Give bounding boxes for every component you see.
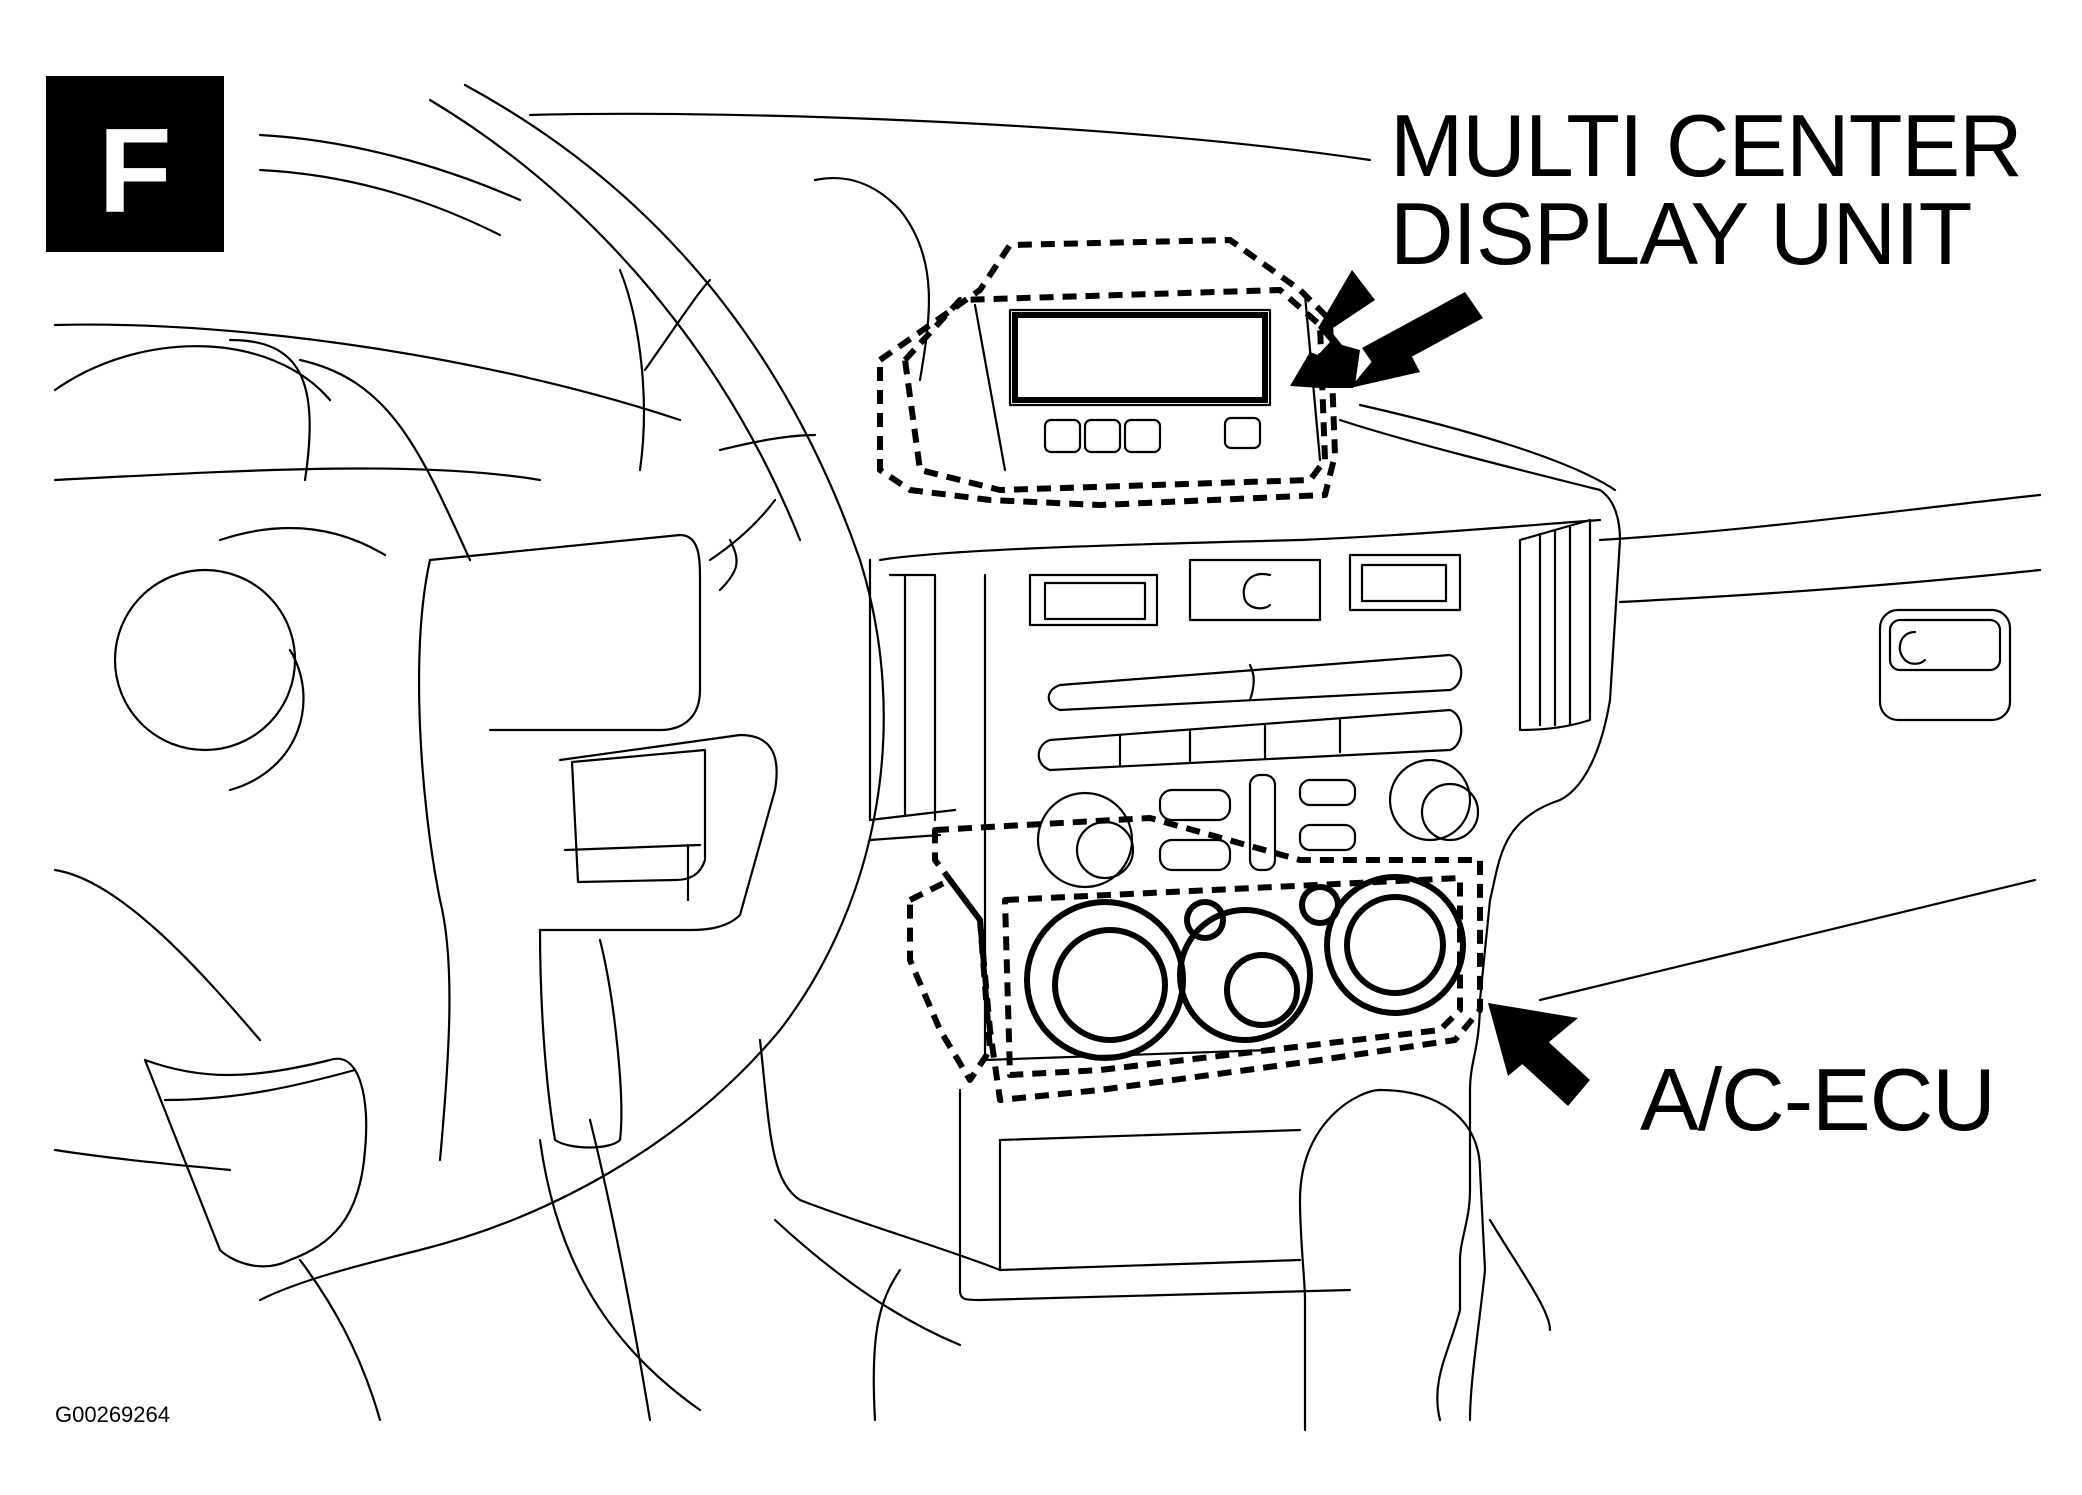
mid-controls	[1036, 653, 1480, 889]
steering-wheel	[143, 268, 778, 1422]
dash-outline	[53, 83, 2042, 1302]
gauge-cluster	[53, 338, 472, 792]
multi-center-arrow-head	[1350, 330, 1420, 388]
ac-knobs	[1024, 874, 1466, 1061]
multi-center-label-line2: DISPLAY UNIT	[1390, 184, 1971, 283]
figure-letter: F	[98, 104, 171, 238]
multi-center-display-outline[interactable]	[877, 237, 1338, 508]
ac-ecu-arrow-shaft	[1520, 1036, 1590, 1106]
ac-ecu-arrow-head	[1488, 1003, 1578, 1076]
multi-center-label-line1: MULTI CENTER	[1390, 96, 2022, 195]
figure-letter-badge: F	[46, 76, 224, 252]
ac-ecu-label: A/C-ECU	[1640, 1050, 1995, 1149]
figure-code: G00269264	[55, 1402, 170, 1427]
ac-ecu-outline[interactable]	[907, 815, 1483, 1103]
center-console	[758, 177, 1622, 1432]
ac-ecu-leader	[1538, 878, 2037, 1002]
vents-row	[1028, 518, 2012, 732]
